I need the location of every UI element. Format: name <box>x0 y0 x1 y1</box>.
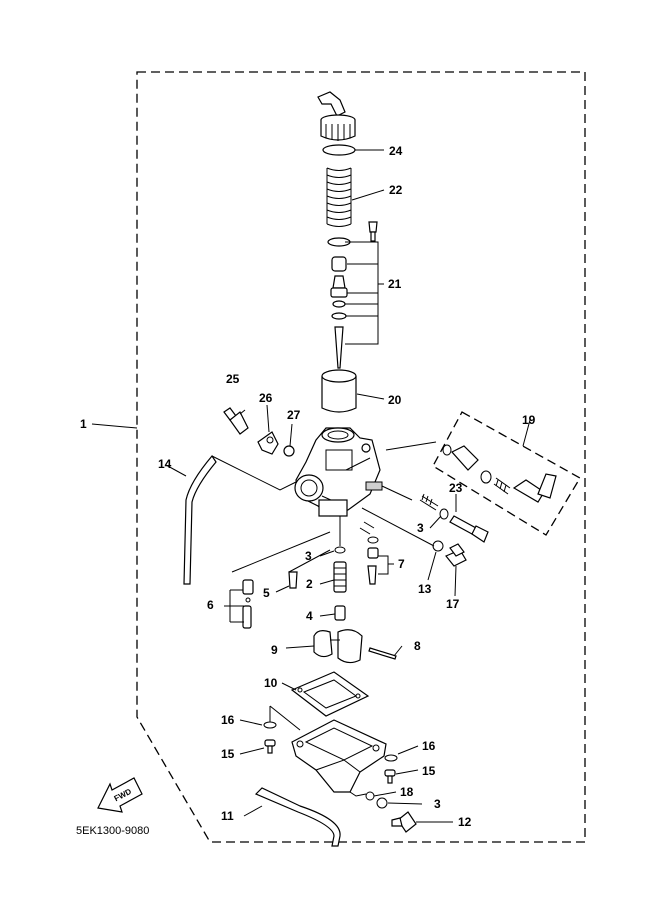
washer-icon <box>283 445 295 457</box>
subassembly-19-boundary <box>432 411 581 536</box>
callout-17: 17 <box>446 597 460 611</box>
float-icon <box>313 629 363 664</box>
callout-4: 4 <box>306 609 313 623</box>
float-pin-icon <box>368 647 397 660</box>
callout-3-bottom: 3 <box>434 797 441 811</box>
spring-icon <box>326 167 352 227</box>
throttle-slide-icon <box>321 369 357 413</box>
callout-9: 9 <box>271 643 278 657</box>
callout-15-left: 15 <box>221 747 235 761</box>
callout-26: 26 <box>259 391 273 405</box>
leader-lines <box>91 149 531 823</box>
carburetor-body-icon <box>294 427 383 517</box>
callout-25: 25 <box>226 372 240 386</box>
o-ring-icon <box>322 144 356 156</box>
callout-10: 10 <box>264 676 278 690</box>
callout-numbers: 24 22 21 20 1 25 26 27 19 14 23 3 3 7 2 … <box>80 144 536 829</box>
callout-22: 22 <box>389 183 403 197</box>
washer-icon <box>384 754 398 762</box>
vent-hose-icon <box>183 455 217 585</box>
o-ring-icon <box>376 797 388 809</box>
callout-3-right: 3 <box>417 521 424 535</box>
main-jet-icon <box>334 605 346 621</box>
pilot-screw-icon <box>419 493 489 543</box>
callout-12: 12 <box>458 815 472 829</box>
callout-16-right: 16 <box>422 739 436 753</box>
washer-icon <box>334 546 346 554</box>
cap-icon <box>317 91 356 141</box>
subassembly-19-icon <box>442 444 557 503</box>
callout-19: 19 <box>522 413 536 427</box>
o-ring-icon <box>365 791 375 801</box>
float-valve-icon <box>367 565 377 585</box>
needle-set-icon <box>327 221 378 369</box>
callout-8: 8 <box>414 639 421 653</box>
callout-13: 13 <box>418 582 432 596</box>
callout-5: 5 <box>263 586 270 600</box>
screw-icon <box>384 769 396 784</box>
o-ring-icon <box>439 508 449 520</box>
callout-23: 23 <box>449 481 463 495</box>
fwd-arrow-icon: FWD <box>97 777 143 813</box>
callout-14: 14 <box>158 457 172 471</box>
callout-20: 20 <box>388 393 402 407</box>
leader-7-bracket <box>378 555 394 575</box>
drain-hose-icon <box>254 787 341 847</box>
callout-7: 7 <box>398 557 405 571</box>
bracket-icon <box>257 431 279 455</box>
screw-icon <box>264 739 276 754</box>
callout-6: 6 <box>207 598 214 612</box>
callout-11: 11 <box>221 809 234 823</box>
callout-27: 27 <box>287 408 301 422</box>
float-bowl-icon <box>291 719 387 793</box>
catalog-code: 5EK1300-9080 <box>76 825 149 837</box>
float-valve-seat-icon <box>367 547 379 559</box>
needle-jet-icon <box>333 561 347 593</box>
callout-16-left: 16 <box>221 713 235 727</box>
drain-plug-icon <box>445 543 467 567</box>
assembly-boundary <box>136 71 586 843</box>
callout-18: 18 <box>400 785 414 799</box>
leader-needle-bracket <box>345 241 384 345</box>
callout-15-right: 15 <box>422 764 436 778</box>
callout-24: 24 <box>389 144 403 158</box>
washer-icon <box>367 536 379 544</box>
leader-6-bracket <box>224 589 244 623</box>
callout-21: 21 <box>388 277 402 291</box>
callout-3-center: 3 <box>305 549 312 563</box>
washer-icon <box>432 540 444 552</box>
pilot-jet-icon <box>288 571 298 589</box>
drain-screw-icon <box>391 811 417 833</box>
callout-1: 1 <box>80 417 87 431</box>
callout-2: 2 <box>306 577 313 591</box>
gasket-icon <box>290 671 370 717</box>
washer-icon <box>263 721 277 729</box>
jet-set-icon <box>242 579 254 629</box>
air-screw-icon <box>223 407 249 435</box>
